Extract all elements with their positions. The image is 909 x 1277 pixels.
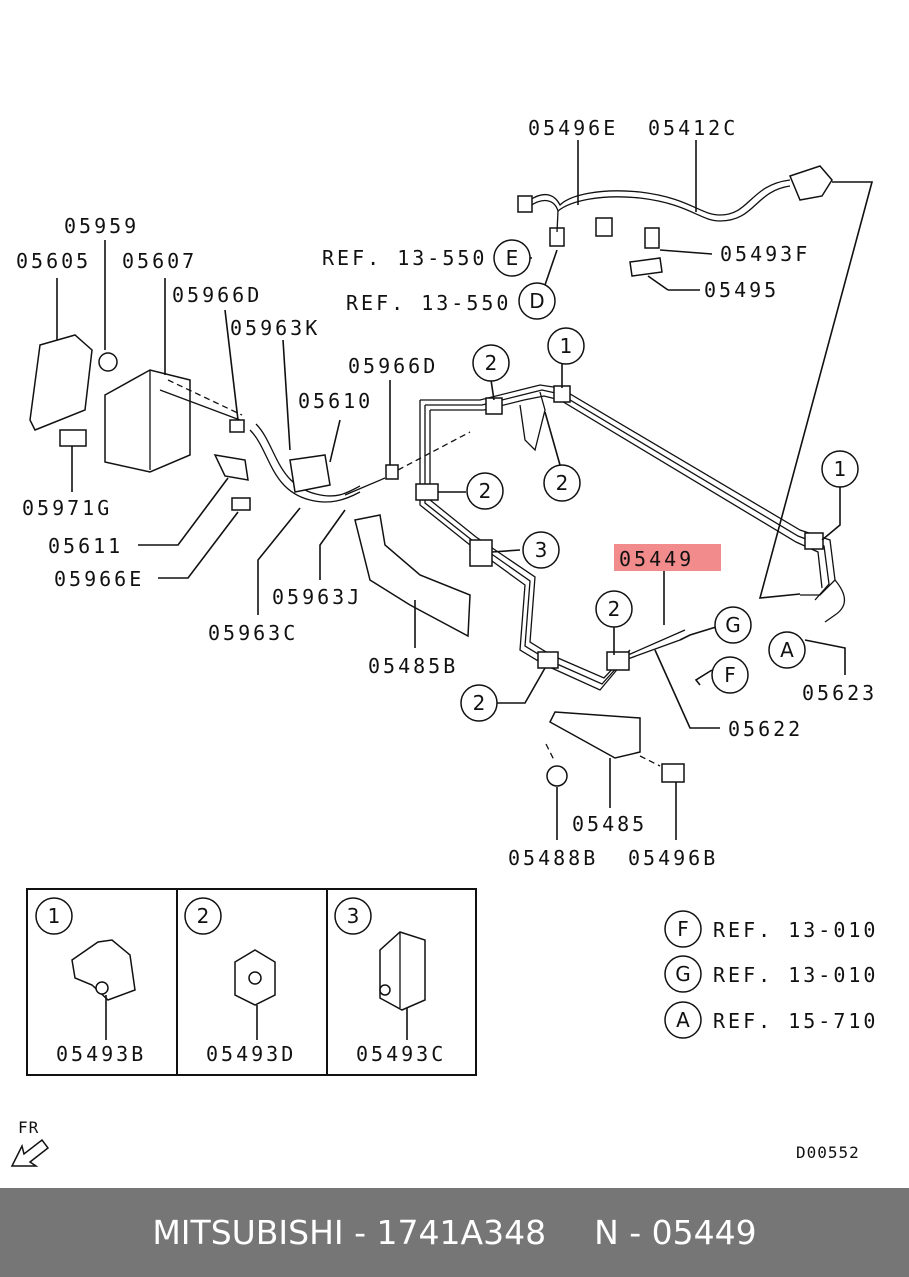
bolt-05496E bbox=[595, 217, 613, 237]
label-05607: 05607 bbox=[122, 249, 197, 273]
label-05496E: 05496E bbox=[528, 116, 618, 140]
callout-2: 2 bbox=[556, 471, 569, 495]
label-05610: 05610 bbox=[298, 389, 373, 413]
ref-text-F: REF. 13-010 bbox=[713, 918, 878, 942]
clip-1-a bbox=[553, 385, 571, 403]
callout-E: E bbox=[506, 246, 519, 270]
detail-box-2: 2 05493D bbox=[184, 897, 296, 1066]
clip-05966E bbox=[231, 497, 251, 511]
label-05622: 05622 bbox=[728, 717, 803, 741]
detail-box-3: 3 05493C bbox=[334, 897, 446, 1066]
filter-05610 bbox=[289, 454, 331, 493]
clip-2-a bbox=[485, 397, 503, 415]
callout-2: 2 bbox=[479, 479, 492, 503]
callout-D: D bbox=[529, 289, 544, 313]
callout-2: 2 bbox=[473, 691, 486, 715]
label-05493F: 05493F bbox=[720, 242, 810, 266]
clip-05493C-icon bbox=[379, 931, 426, 1011]
label-05488B: 05488B bbox=[508, 846, 598, 870]
ref-13-550-e: REF. 13-550 bbox=[322, 246, 487, 270]
callout-3: 3 bbox=[535, 538, 548, 562]
label-05959: 05959 bbox=[64, 214, 139, 238]
bracket-05495 bbox=[629, 257, 663, 277]
reference-legend: F REF. 13-010 G REF. 13-010 A REF. 15-71… bbox=[664, 910, 878, 1039]
callout-1: 1 bbox=[560, 334, 573, 358]
ref-13-550-d: REF. 13-550 bbox=[346, 291, 511, 315]
bolt-05971G bbox=[59, 429, 87, 447]
callout-2: 2 bbox=[485, 351, 498, 375]
reference-number: N - 05449 bbox=[594, 1213, 757, 1252]
label-05966D-a: 05966D bbox=[172, 283, 262, 307]
clip-05493F bbox=[644, 227, 660, 249]
callouts: E D 2 1 2 2 1 3 2 G F A 2 bbox=[460, 239, 859, 722]
detail-part-05493C: 05493C bbox=[356, 1042, 446, 1066]
clip-05966D-a bbox=[229, 419, 245, 433]
fuel-line-diagram: 05496E 05412C 05959 05605 05607 05966D 0… bbox=[10, 116, 878, 1167]
brake-pipe-bundle bbox=[354, 384, 846, 787]
callout-G: G bbox=[725, 613, 741, 637]
callout-2: 2 bbox=[608, 597, 621, 621]
footer-bar: MITSUBISHI - 1741A348 N - 05449 bbox=[0, 1188, 909, 1277]
callout-1: 1 bbox=[834, 457, 847, 481]
callout-F: F bbox=[724, 663, 736, 687]
label-05485: 05485 bbox=[572, 812, 647, 836]
label-05971G: 05971G bbox=[22, 496, 112, 520]
highlight-05449 bbox=[614, 544, 721, 571]
label-05963J: 05963J bbox=[272, 585, 362, 609]
nut-05488B bbox=[546, 765, 568, 787]
clip-1-b bbox=[804, 532, 824, 550]
label-05966D-b: 05966D bbox=[348, 354, 438, 378]
front-arrow-icon bbox=[10, 1138, 50, 1167]
label-05412C: 05412C bbox=[648, 116, 738, 140]
detail-table: 1 05493B 2 05493D 3 05493C bbox=[26, 888, 477, 1076]
detail-part-05493D: 05493D bbox=[206, 1042, 296, 1066]
label-05449: 05449 bbox=[619, 547, 694, 571]
detail-box-1: 1 05493B bbox=[35, 897, 146, 1066]
canister-assembly bbox=[29, 334, 471, 511]
label-05611: 05611 bbox=[48, 534, 123, 558]
ref-key-A: A bbox=[676, 1008, 690, 1032]
canister-05607 bbox=[104, 369, 191, 473]
detail-num-2: 2 bbox=[197, 904, 210, 928]
clip-2-b bbox=[415, 483, 439, 501]
label-05485B: 05485B bbox=[368, 654, 458, 678]
valve-05611 bbox=[213, 454, 249, 481]
label-05605: 05605 bbox=[16, 249, 91, 273]
diagram-code: D00552 bbox=[796, 1143, 860, 1162]
ref-text-A: REF. 15-710 bbox=[713, 1009, 878, 1033]
hose-end-fitting bbox=[788, 165, 833, 201]
nut-05959 bbox=[98, 352, 118, 372]
bracket-05485B bbox=[354, 514, 471, 638]
clip-2-c bbox=[537, 651, 559, 669]
clip-2-d bbox=[606, 651, 630, 671]
clip-3 bbox=[469, 539, 493, 567]
label-05966E: 05966E bbox=[54, 567, 144, 591]
ref-key-G: G bbox=[675, 962, 691, 986]
detail-part-05493B: 05493B bbox=[56, 1042, 146, 1066]
ref-text-G: REF. 13-010 bbox=[713, 963, 878, 987]
front-direction-indicator: FR bbox=[10, 1118, 50, 1167]
ref-key-F: F bbox=[677, 917, 689, 941]
clip-05493B-icon bbox=[71, 939, 136, 1001]
label-05963C: 05963C bbox=[208, 621, 298, 645]
detail-num-1: 1 bbox=[48, 904, 61, 928]
detail-num-3: 3 bbox=[347, 904, 360, 928]
label-05496B: 05496B bbox=[628, 846, 718, 870]
connector-e-end bbox=[517, 195, 533, 213]
upper-hose-assembly bbox=[517, 165, 833, 277]
bolt-05496B bbox=[661, 763, 685, 783]
callout-A: A bbox=[780, 638, 794, 662]
label-05963K: 05963K bbox=[230, 316, 320, 340]
fr-label: FR bbox=[18, 1118, 39, 1137]
label-05495: 05495 bbox=[704, 278, 779, 302]
brand-part-number: MITSUBISHI - 1741A348 bbox=[152, 1213, 547, 1252]
bracket-05485 bbox=[549, 711, 641, 759]
bracket-05605 bbox=[29, 334, 93, 431]
label-05623: 05623 bbox=[802, 681, 877, 705]
clip-05966D-b bbox=[385, 464, 399, 480]
